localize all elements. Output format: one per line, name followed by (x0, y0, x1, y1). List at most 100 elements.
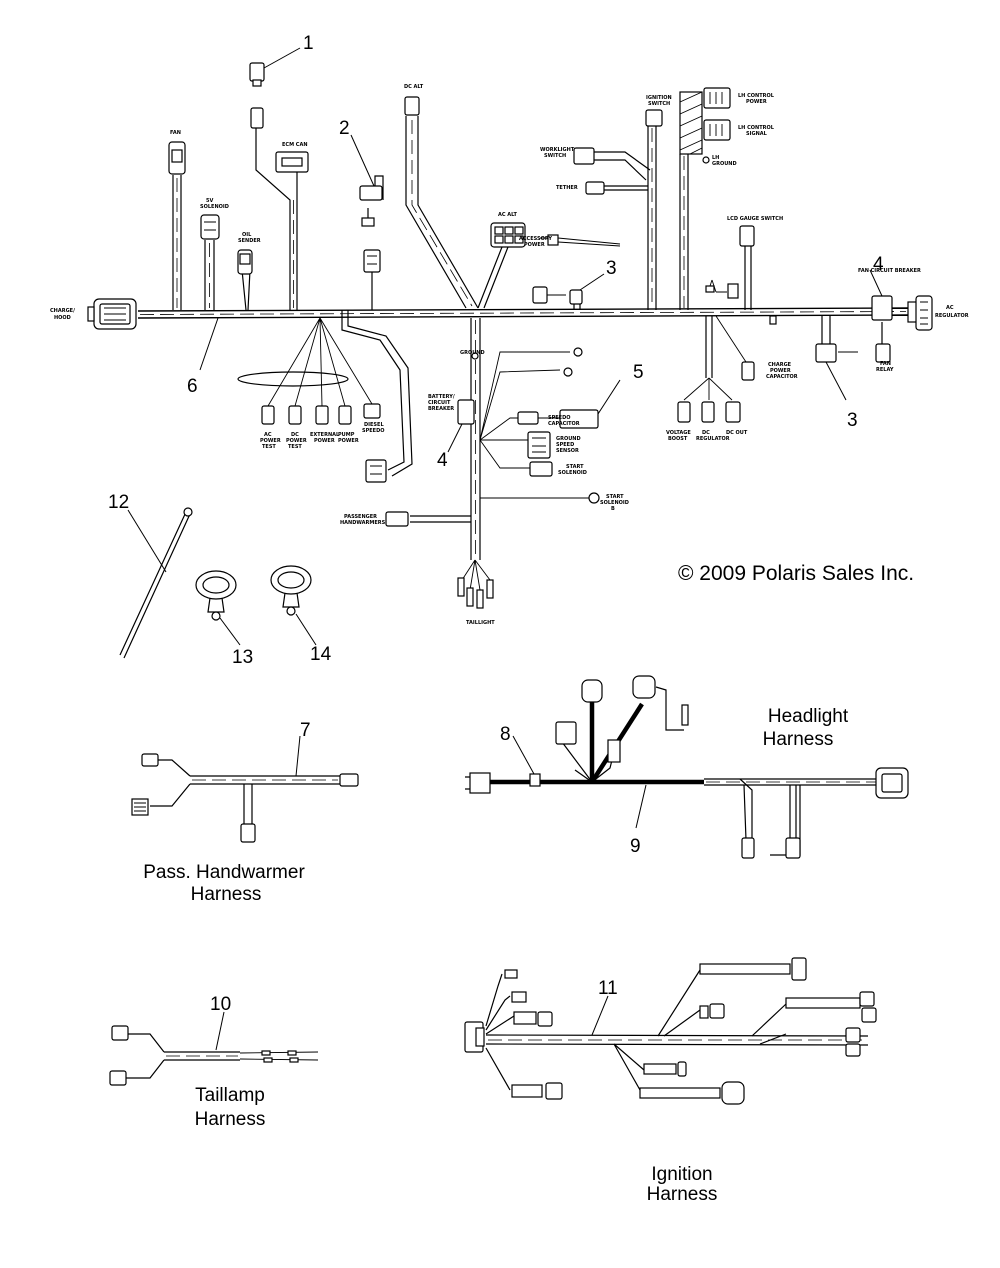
ground-speed-sensor-label-line3: SENSOR (556, 448, 579, 454)
lcd-gauge-switch-branch: LCD GAUGE SWITCH (705, 216, 783, 310)
start-solenoid-b-label-line3: B (611, 506, 615, 512)
battery-breaker-label-line1: BATTERY/ (428, 394, 455, 400)
callout-7: 7 (300, 720, 311, 741)
oil-sender-label-line1: OIL (242, 232, 252, 238)
headlight-caption-line1: Headlight (768, 706, 849, 727)
charge-hood-label-line1: CHARGE/ (50, 308, 75, 314)
callout-14: 14 (310, 644, 332, 665)
charge-hood-label-line2: HOOD (54, 315, 71, 321)
ecm-branch: ECM CAN (249, 62, 309, 310)
callout-10: 10 (210, 994, 231, 1015)
oil-sender-label-line2: SENDER (238, 238, 261, 244)
passenger-handwarmers-label-line2: HANDWARMERS (340, 520, 386, 526)
voltage-boost-label-line2: BOOST (668, 436, 688, 442)
charge-power-capacitor-label-line3: CAPACITOR (766, 374, 798, 380)
charge-hood-connector: CHARGE/ HOOD (50, 298, 137, 330)
ignition-caption-line1: Ignition (651, 1164, 712, 1185)
diesel-speedo-label-line2: SPEEDO (362, 428, 385, 434)
callout-8: 8 (500, 724, 511, 745)
lh-control-power-label-line2: POWER (746, 99, 767, 105)
dc-power-test-label-line2: POWER (286, 438, 307, 444)
callout-6: 6 (187, 376, 198, 397)
callout-1: 1 (303, 33, 314, 54)
voltage-boost-label-line1: VOLTAGE (666, 430, 691, 436)
taillight-label: TAILLIGHT (466, 620, 495, 626)
accessory-power-label-line2: POWER (524, 242, 545, 248)
speed-capacitor-label-line2: CAPACITOR (548, 421, 580, 427)
regulator-branch: VOLTAGE BOOST DC REGULATOR DC OUT CHARGE… (666, 315, 798, 442)
harness-captions: Headlight Harness Pass. Handwarmer Harne… (143, 706, 849, 1205)
callout-9: 9 (630, 836, 641, 857)
handwarmer-harness (131, 753, 359, 843)
callout-3-right: 3 (847, 410, 858, 431)
dc-regulator-label-line1: DC (702, 430, 710, 436)
callout-2: 2 (339, 118, 350, 139)
ac-regulator-label-line2: REGULATOR (935, 313, 969, 319)
headlight-caption-line2: Harness (763, 729, 834, 750)
worklight-switch-label-line1: WORKLIGHT (540, 147, 575, 153)
ac-power-test-label-line1: AC (264, 432, 272, 438)
ignition-switch-label-line2: SWITCH (648, 101, 670, 107)
passenger-handwarmers-label-line1: PASSENGER (344, 514, 377, 520)
accessory-power-label-line1: ACCESSORY (519, 236, 552, 242)
start-solenoid-b-label-line2: SOLENOID (600, 500, 629, 506)
solenoid-label-line1: 5V (206, 198, 213, 204)
dc-out-label: DC OUT (726, 430, 748, 436)
taillamp-caption-line1: Taillamp (195, 1085, 265, 1106)
dc-regulator-label-line2: REGULATOR (696, 436, 730, 442)
main-chassis-harness: CHARGE/ HOOD AC REGULATOR FAN 5V SOLENO (50, 62, 969, 626)
callout-5: 5 (633, 362, 644, 383)
handwarmer-caption-line2: Harness (191, 884, 262, 905)
fan-breaker-branch: FAN CIRCUIT BREAKER FAN RELAY (769, 268, 921, 373)
fan-relay-label-line2: RELAY (876, 367, 894, 373)
fan-label: FAN (170, 130, 181, 136)
ac-alt-branch: AC ALT (477, 212, 526, 309)
ecm-label: ECM CAN (282, 142, 308, 148)
ignition-harness (464, 957, 877, 1105)
ignition-switch-cluster: WORKLIGHT SWITCH TETHER ACCESSORY POWER … (519, 95, 672, 310)
callout-3-upper: 3 (606, 258, 617, 279)
lcd-gauge-switch-label: LCD GAUGE SWITCH (727, 216, 783, 222)
ac-regulator-label-line1: AC (946, 305, 954, 311)
ground-label: GROUND (460, 350, 485, 356)
ac-alt-label: AC ALT (498, 212, 518, 218)
clamp-part-13 (195, 570, 237, 621)
taillamp-caption-line2: Harness (195, 1109, 266, 1130)
dc-alt-label: DC ALT (404, 84, 424, 90)
pump-power-label-line2: POWER (338, 438, 359, 444)
charge-power-capacitor-label-line2: POWER (770, 368, 791, 374)
battery-breaker-label-line3: BREAKER (428, 406, 454, 412)
lh-ground-label-line2: GROUND (712, 161, 737, 167)
ac-power-test-label-line2: POWER (260, 438, 281, 444)
charge-power-capacitor-label-line1: CHARGE (768, 362, 792, 368)
callout-4-center: 4 (437, 450, 448, 471)
tether-label: TETHER (556, 185, 578, 191)
lh-control-power-label-line1: LH CONTROL (738, 93, 775, 99)
worklight-switch-label-line2: SWITCH (544, 153, 566, 159)
copyright-notice: © 2009 Polaris Sales Inc. (678, 562, 914, 585)
test-connectors-fan: AC POWER TEST DC POWER TEST EXTERNAL POW… (237, 310, 413, 483)
lh-control-cluster: LH CONTROL POWER LH CONTROL SIGNAL LH GR… (679, 87, 775, 310)
lh-control-signal-label-line2: SIGNAL (746, 131, 768, 137)
callout-leaders (127, 47, 883, 1051)
pump-power-label-line1: PUMP (338, 432, 355, 438)
central-branch: GROUND BATTERY/ CIRCUIT BREAKER SPEEDO C… (340, 318, 629, 626)
solenoid-branch: 5V SOLENOID (200, 198, 229, 310)
start-solenoid-b-label-line1: START (606, 494, 624, 500)
battery-breaker-label-line2: CIRCUIT (428, 400, 451, 406)
ignition-caption-line2: Harness (647, 1184, 718, 1205)
callout-11: 11 (598, 978, 618, 999)
dc-alt-branch: DC ALT (404, 84, 479, 309)
handwarmer-caption-line1: Pass. Handwarmer (143, 862, 305, 883)
external-power-label-line1: EXTERNAL (310, 432, 340, 438)
speed-capacitor-label-line1: SPEEDO (548, 415, 571, 421)
callout-numbers: 1 2 3 3 3 4 4 5 6 7 8 9 10 11 12 13 14 (108, 33, 884, 1015)
taillamp-harness (109, 1025, 319, 1086)
oil-sender-branch: OIL SENDER (237, 232, 261, 311)
ac-power-test-label-line3: TEST (262, 444, 276, 450)
ignition-switch-label-line1: IGNITION (646, 95, 672, 101)
lh-control-signal-label-line1: LH CONTROL (738, 125, 775, 131)
ac-regulator-connector: AC REGULATOR (907, 295, 969, 331)
callout-12: 12 (108, 492, 129, 513)
